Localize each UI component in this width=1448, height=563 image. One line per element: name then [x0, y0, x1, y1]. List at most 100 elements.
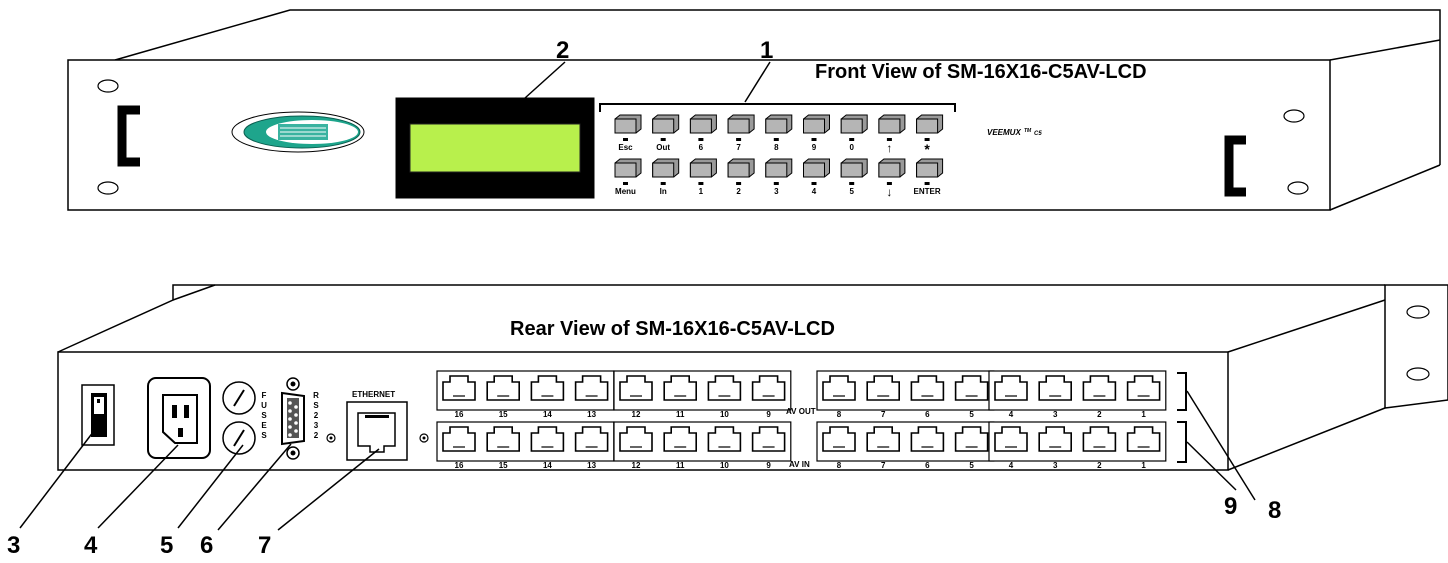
callout-lines — [19, 61, 1256, 531]
callout-5: 5 — [160, 532, 173, 559]
port-number: 11 — [676, 410, 685, 419]
port-number: 12 — [632, 410, 641, 419]
key-label: 6 — [699, 143, 704, 152]
port-number: 3 — [1053, 461, 1058, 470]
fuses-letter: U — [261, 401, 267, 410]
rear-view-title: Rear View of SM-16X16-C5AV-LCD — [510, 318, 835, 340]
port-number: 9 — [766, 461, 771, 470]
power-inlet — [147, 377, 211, 459]
port-number: 4 — [1009, 461, 1014, 470]
brand-tm: TM — [1024, 128, 1032, 134]
key-label: 3 — [774, 187, 779, 196]
key-button-bottom-6: 5 — [840, 158, 868, 196]
rear-ear-hole-top — [1406, 305, 1430, 319]
key-button-top-8: * — [916, 114, 944, 157]
rj45-port-in: 3 — [1038, 426, 1072, 470]
fuse-holders — [222, 381, 256, 455]
callout-2: 2 — [556, 37, 569, 64]
port-number: 1 — [1141, 410, 1146, 419]
key-button-bottom-5: 4 — [803, 158, 830, 196]
port-number: 3 — [1053, 410, 1058, 419]
port-number: 7 — [881, 410, 886, 419]
callout-4: 4 — [84, 532, 98, 559]
rear-ear-hole-bottom — [1406, 367, 1430, 381]
key-label: 0 — [849, 143, 854, 152]
key-button-bottom-2: 1 — [689, 158, 717, 196]
key-button-bottom-7: ↓ — [878, 158, 906, 199]
rj45-port-out: 3 — [1038, 375, 1072, 419]
key-button-bottom-1: In — [652, 158, 680, 196]
key-button-bottom-3: 2 — [727, 158, 755, 196]
key-button-bottom-8: ENTER — [914, 158, 944, 196]
port-number: 16 — [455, 410, 464, 419]
rj45-port-in: 7 — [866, 426, 900, 470]
rj45-port-out: 11 — [663, 375, 697, 419]
key-button-top-3: 7 — [727, 114, 755, 152]
rs232-letter: R — [313, 391, 319, 400]
key-label: 4 — [812, 187, 817, 196]
av-in-label: AV IN — [789, 460, 810, 469]
key-label: Out — [656, 143, 670, 152]
rj45-port-out: 7 — [866, 375, 900, 419]
keypad-bracket — [599, 103, 956, 112]
company-logo — [231, 111, 365, 153]
rj45-port-in: 5 — [954, 426, 989, 470]
key-label: ↓ — [886, 185, 892, 199]
key-label: In — [660, 187, 667, 196]
rj45-port-out: 14 — [530, 375, 565, 419]
rs232-port — [281, 377, 305, 460]
key-label: Esc — [618, 143, 633, 152]
callout-9: 9 — [1224, 493, 1237, 520]
rj45-port-in: 2 — [1082, 426, 1117, 470]
rj45-port-out: 5 — [954, 375, 989, 419]
key-label: 9 — [812, 143, 817, 152]
port-number: 16 — [455, 461, 464, 470]
rs232-letter: S — [313, 401, 319, 410]
rj45-port-in: 8 — [822, 426, 856, 470]
port-number: 14 — [543, 410, 552, 419]
callout-1: 1 — [760, 37, 773, 64]
key-button-top-4: 8 — [765, 114, 793, 152]
veemux-brand: VEEMUX TM C5 — [987, 128, 1042, 137]
rj45-port-out: 4 — [994, 375, 1028, 419]
front-rack-ear-left — [97, 79, 140, 195]
fuses-letter: S — [261, 431, 267, 440]
rj45-port-in: 13 — [574, 426, 609, 470]
fuses-letter: F — [262, 391, 267, 400]
port-number: 4 — [1009, 410, 1014, 419]
key-label: 5 — [849, 187, 854, 196]
key-button-top-1: Out — [652, 114, 680, 152]
fuses-letter: S — [261, 411, 267, 420]
av-out-bracket — [1177, 372, 1187, 411]
key-label: Menu — [615, 187, 636, 196]
rj45-port-in: 15 — [486, 426, 520, 470]
port-number: 9 — [766, 410, 771, 419]
port-number: 10 — [720, 461, 729, 470]
brand-model: C5 — [1034, 131, 1042, 137]
front-rack-ear-right — [1224, 109, 1309, 197]
callout-8: 8 — [1268, 497, 1281, 524]
port-number: 5 — [969, 410, 974, 419]
key-label: 2 — [736, 187, 741, 196]
rj45-port-in: 14 — [530, 426, 565, 470]
rj45-port-in: 9 — [751, 426, 786, 470]
rj45-port-in: 4 — [994, 426, 1028, 470]
ethernet-label: ETHERNET — [352, 390, 395, 399]
rj45-port-in: 12 — [619, 426, 653, 470]
rj45-port-out: 8 — [822, 375, 856, 419]
brand-name: VEEMUX — [987, 128, 1021, 137]
port-number: 2 — [1097, 461, 1102, 470]
port-number: 12 — [632, 461, 641, 470]
key-button-top-7: ↑ — [878, 114, 906, 155]
key-label: 1 — [699, 187, 704, 196]
front-view-title: Front View of SM-16X16-C5AV-LCD — [815, 61, 1147, 83]
av-out-label: AV OUT — [786, 407, 816, 416]
rj45-port-out: 16 — [442, 375, 476, 419]
rs232-letter: 2 — [314, 411, 319, 420]
rj45-port-out: 1 — [1126, 375, 1161, 419]
port-number: 2 — [1097, 410, 1102, 419]
rj45-port-in: 11 — [663, 426, 697, 470]
